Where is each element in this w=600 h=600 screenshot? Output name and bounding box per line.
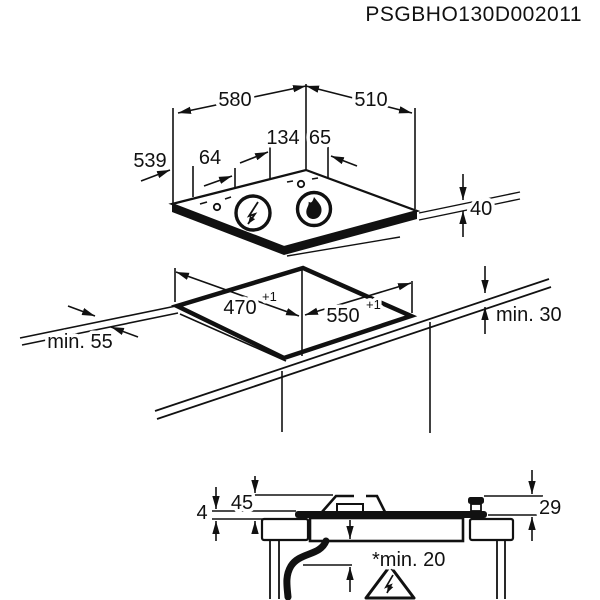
ignition-dot: [296, 179, 306, 189]
mains-cable: [283, 537, 330, 600]
cross-section-view: [212, 470, 543, 600]
dimension-arrow-clearance: [110, 326, 139, 338]
warning-triangle: [364, 564, 416, 600]
worktop-edge-line: [21, 312, 179, 346]
worktop-cutout-view: [19, 265, 552, 433]
hob-body-section: [308, 516, 465, 543]
tick-mark: [199, 201, 208, 205]
pan-support: [366, 494, 387, 513]
hob-edge-left: [172, 204, 284, 255]
pan-support: [321, 494, 354, 513]
dimension-line-burner-offset: [239, 151, 269, 164]
hob-surface: [168, 168, 421, 249]
label-glass-thickness: 4: [196, 502, 207, 524]
label-hob-height: 40: [470, 198, 492, 220]
dimension-line-width: [177, 85, 307, 114]
hob-top-view: [140, 84, 521, 257]
gas-valve-knob: [468, 497, 484, 504]
hob-plate-section: [295, 511, 487, 518]
worktop-front-edge: [154, 278, 550, 412]
drawing-code: PSGBHO130D002011: [365, 3, 582, 26]
electric-warning-icon: [364, 564, 416, 600]
label-bottom-clearance: *min. 20: [372, 549, 445, 571]
dimension-line-control-spacing: [203, 175, 233, 187]
label-front-clearance: min. 55: [47, 331, 113, 353]
label-cutout-depth-tolerance: +1: [262, 289, 277, 304]
gas-zone-icon: [295, 190, 333, 228]
label-width: 580: [218, 89, 251, 111]
flame-icon: [306, 197, 322, 220]
label-height-above-worktop: 45: [231, 492, 253, 514]
worktop-section-right: [468, 517, 515, 542]
worktop-section-left: [260, 517, 310, 542]
dimension-line-burner-offset: [330, 155, 358, 167]
dimension-line-cutout-width: [304, 282, 412, 316]
tick-mark: [311, 177, 319, 180]
dimension-line-depth: [305, 85, 413, 114]
lightning-icon: [246, 201, 259, 225]
burner-cap: [336, 503, 364, 513]
dimension-line-cutout-depth: [175, 271, 300, 317]
worktop-edge-line: [19, 305, 177, 339]
label-burner-offset-right: 65: [309, 127, 331, 149]
ignition-dot: [212, 202, 222, 212]
label-burner-offset-left: 134: [266, 127, 299, 149]
dimension-arrow-clearance: [67, 305, 96, 317]
label-worktop-thickness: min. 30: [496, 304, 562, 326]
dimension-line-control-offset: [140, 169, 171, 182]
worktop-edge-line: [286, 236, 401, 257]
label-cutout-width: 550: [326, 305, 359, 327]
worktop-edge-line: [179, 313, 287, 362]
label-control-spacing: 64: [199, 147, 221, 169]
extension-line: [418, 191, 521, 214]
label-control-offset: 539: [133, 150, 166, 172]
tick-mark: [224, 196, 232, 200]
electric-zone-icon: [234, 194, 272, 232]
cutout-opening: [170, 265, 418, 361]
label-cutout-width-tolerance: +1: [366, 297, 381, 312]
label-knob-height: 29: [539, 497, 561, 519]
gas-valve-base: [470, 503, 482, 512]
extension-line: [418, 198, 521, 221]
hob-edge-right: [284, 211, 417, 255]
label-cutout-depth: 470: [223, 297, 256, 319]
lightning-icon: [384, 574, 394, 594]
label-depth: 510: [354, 89, 387, 111]
tick-mark: [286, 180, 294, 183]
